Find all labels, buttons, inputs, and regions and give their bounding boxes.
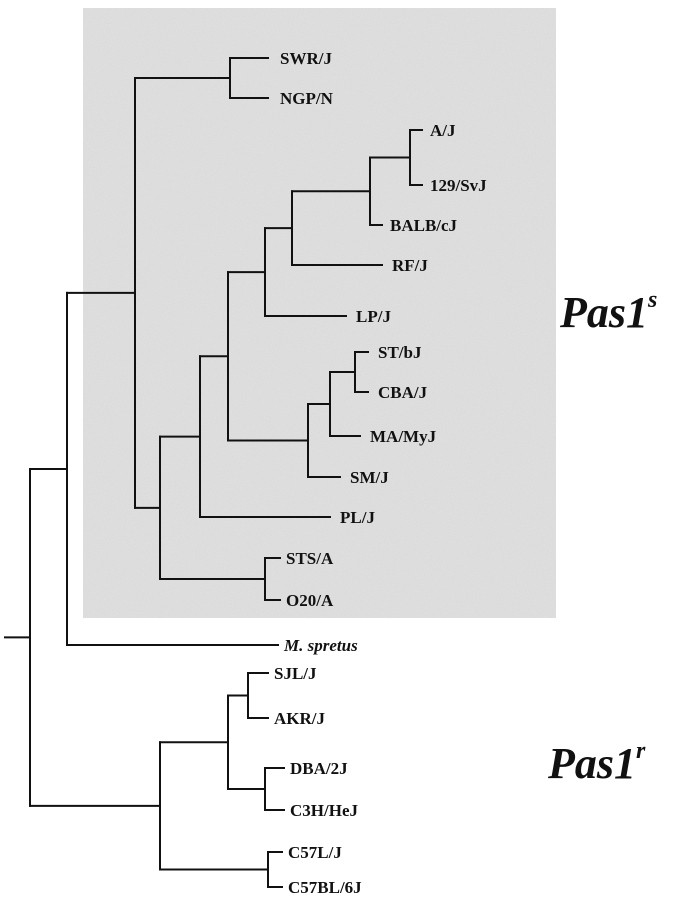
leaf-label-c3h: C3H/HeJ <box>290 801 358 820</box>
leaf-label-balb: BALB/cJ <box>390 216 458 235</box>
leaf-label-a: A/J <box>430 121 456 140</box>
leaf-label-c57l: C57L/J <box>288 843 342 862</box>
leaf-label-sm: SM/J <box>350 468 389 487</box>
leaf-label-c57bl: C57BL/6J <box>288 878 362 897</box>
group-label-pas1s: Pas1s <box>560 287 658 337</box>
tree-branches <box>4 57 423 888</box>
leaf-label-dba: DBA/2J <box>290 759 348 778</box>
leaf-label-spretus: M. spretus <box>283 636 358 655</box>
leaf-label-sts: STS/A <box>286 549 334 568</box>
group-label-pas1r: Pas1r <box>548 738 646 788</box>
leaf-label-ngp: NGP/N <box>280 89 334 108</box>
leaf-label-129: 129/SvJ <box>430 176 487 195</box>
leaf-label-st: ST/bJ <box>378 343 422 362</box>
leaf-label-lp: LP/J <box>356 307 391 326</box>
leaf-label-rf: RF/J <box>392 256 428 275</box>
leaf-label-o20: O20/A <box>286 591 334 610</box>
leaf-label-akr: AKR/J <box>274 709 326 728</box>
leaf-label-cba: CBA/J <box>378 383 428 402</box>
leaf-label-swr: SWR/J <box>280 49 332 68</box>
leaf-label-ma: MA/MyJ <box>370 427 437 446</box>
leaf-label-sjl: SJL/J <box>274 664 317 683</box>
tree-leaf-labels: SWR/J NGP/N A/J 129/SvJ BALB/cJ RF/J LP/J ST/bJ… <box>274 49 487 897</box>
leaf-label-pl: PL/J <box>340 508 375 527</box>
